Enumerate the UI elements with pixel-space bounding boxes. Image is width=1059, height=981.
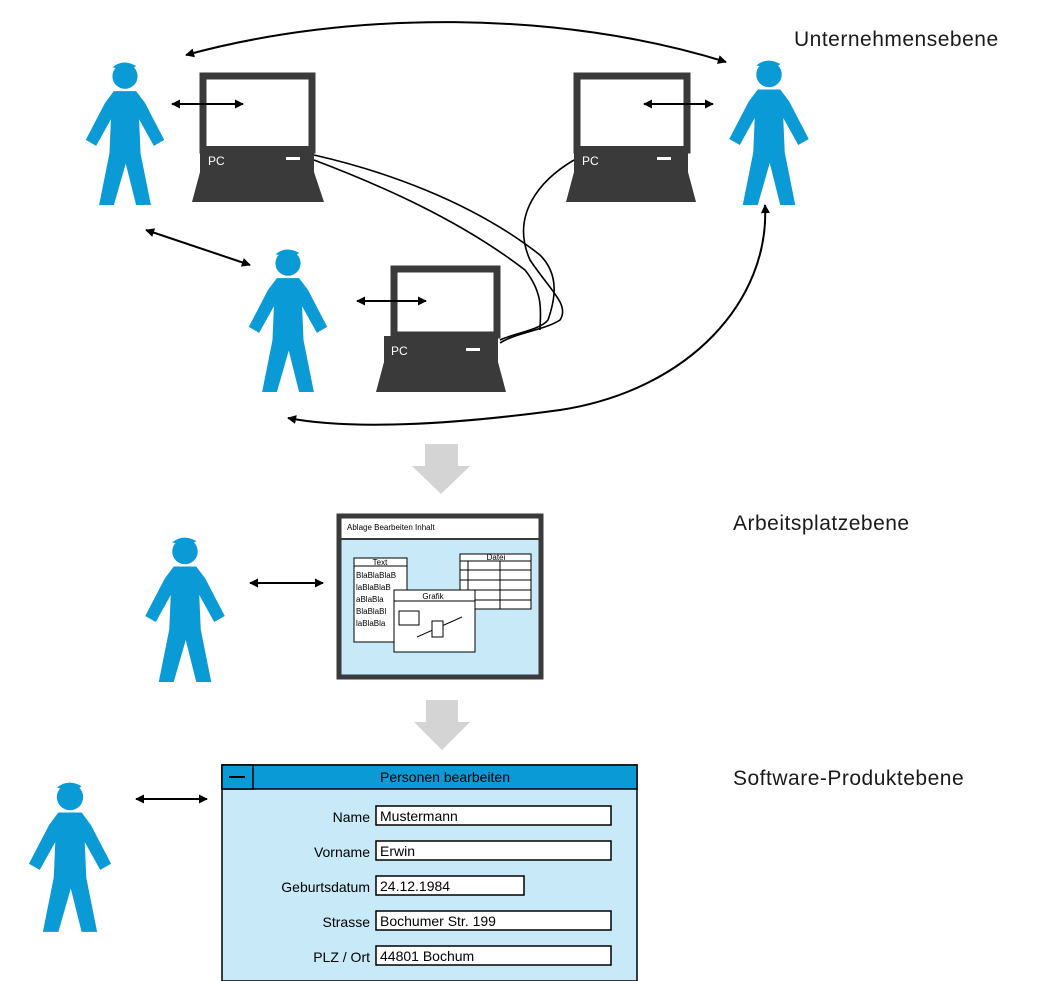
person-edit-form: Personen bearbeiten Name Mustermann Vorn… xyxy=(221,764,638,981)
person-icon-2 xyxy=(729,60,809,205)
person-icon-3 xyxy=(248,249,328,393)
pc-icon-2: PC xyxy=(566,72,696,202)
field-label-plz-ort: PLZ / Ort xyxy=(313,949,370,965)
text-line: BlaBlaBlaB xyxy=(356,571,396,580)
flow-arrow-icon xyxy=(414,700,470,750)
person-icon-1 xyxy=(85,62,165,206)
form-title: Personen bearbeiten xyxy=(380,769,510,785)
pc-label: PC xyxy=(208,154,225,168)
text-line: laBlaBlaB xyxy=(356,583,391,592)
pc-label: PC xyxy=(582,154,599,168)
person-icon-4 xyxy=(145,537,225,682)
level-label-software: Software-Produktebene xyxy=(733,767,965,790)
vorname-input[interactable] xyxy=(375,840,612,861)
datei-window-title: Datei xyxy=(487,553,506,562)
pc-icon-1: PC xyxy=(192,72,324,202)
grafik-window-title: Grafik xyxy=(422,592,444,601)
text-line: laBlaBla xyxy=(356,619,386,628)
geburtsdatum-value: 24.12.1984 xyxy=(380,878,450,894)
text-line: aBlaBla xyxy=(356,595,384,604)
workplace-window: Ablage Bearbeiten Inhalt Text BlaBlaBlaB… xyxy=(336,513,544,680)
name-value: Mustermann xyxy=(380,808,458,824)
field-label-strasse: Strasse xyxy=(323,914,371,930)
window-menu: Ablage Bearbeiten Inhalt xyxy=(347,523,435,532)
field-label-name: Name xyxy=(333,809,371,825)
text-window-title: Text xyxy=(373,558,388,567)
geburtsdatum-input[interactable] xyxy=(375,875,525,896)
vorname-value: Erwin xyxy=(380,843,415,859)
name-input[interactable] xyxy=(375,805,612,826)
pc-icon-3: PC xyxy=(376,265,506,392)
field-label-geburtsdatum: Geburtsdatum xyxy=(281,879,370,895)
level-label-enterprise: Unternehmensebene xyxy=(794,28,999,51)
strasse-value: Bochumer Str. 199 xyxy=(380,913,496,929)
person-icon-5 xyxy=(28,782,112,932)
plz-ort-value: 44801 Bochum xyxy=(380,948,474,964)
strasse-input[interactable] xyxy=(375,910,612,931)
plz-ort-input[interactable] xyxy=(375,945,612,966)
text-line: BlaBlaBl xyxy=(356,607,386,616)
field-label-vorname: Vorname xyxy=(314,844,370,860)
level-label-workplace: Arbeitsplatzebene xyxy=(733,512,910,535)
pc-label: PC xyxy=(391,344,408,358)
minimize-icon xyxy=(229,776,245,778)
flow-arrow-icon xyxy=(412,444,470,494)
interaction-arrows xyxy=(135,21,770,804)
